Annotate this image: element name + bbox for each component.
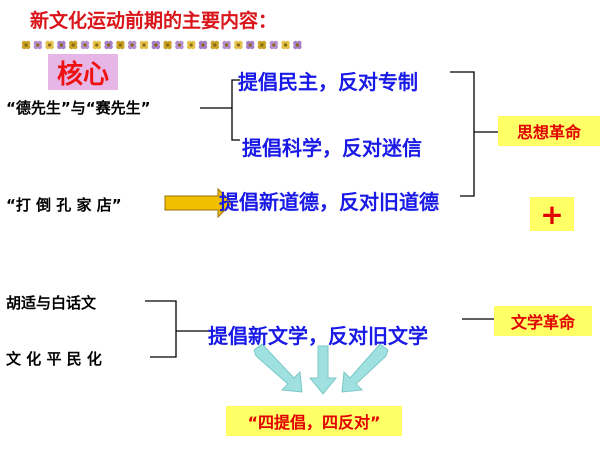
down-arrow-icon [254, 344, 388, 394]
slogan-science: 提倡科学，反对迷信 [242, 132, 422, 161]
slogan-literature: 提倡新文学，反对旧文学 [208, 320, 428, 349]
summary-label: “四提倡，四反对” [226, 406, 402, 436]
thought-revolution-label: 思想革命 [498, 116, 600, 146]
literary-revolution-label: 文学革命 [494, 306, 592, 336]
plus-sign: + [530, 197, 574, 231]
slogan-morality: 提倡新道德，反对旧道德 [219, 186, 439, 215]
slogan-democracy: 提倡民主，反对专制 [238, 66, 418, 95]
